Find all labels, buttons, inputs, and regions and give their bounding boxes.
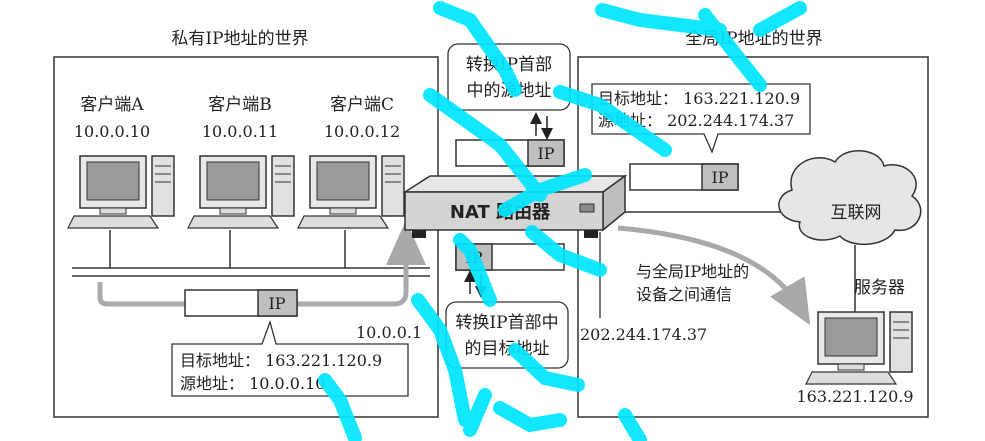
global-world-box [577, 56, 929, 418]
router-wan-ip: 202.244.174.37 [580, 325, 707, 344]
note-line1: 转换IP首部中 [455, 313, 558, 333]
global-packet-info: 目标地址： 163.221.120.9 源地址： 202.244.174.37 [591, 83, 811, 154]
watermark [318, 1, 807, 441]
client-c: 客户端C 10.0.0.12 [297, 95, 405, 229]
comm-note-line2: 设备之间通信 [636, 285, 732, 304]
lan-bus [72, 230, 430, 277]
private-world-box [53, 56, 439, 418]
computer-icon [67, 155, 175, 229]
dest-address: 目标地址： 163.221.120.9 [598, 89, 800, 108]
computer-icon [187, 155, 295, 229]
server-ip: 163.221.120.9 [796, 387, 913, 406]
private-world-title: 私有IP地址的世界 [171, 29, 308, 49]
src-address: 源地址： 10.0.0.10 [180, 374, 325, 393]
packet-label: IP [537, 144, 554, 163]
client-a: 客户端A 10.0.0.10 [67, 95, 175, 229]
client-c-name: 客户端C [330, 95, 394, 115]
internet-cloud-icon: 互联网 [778, 149, 922, 246]
server-computer-icon [805, 311, 913, 385]
client-a-name: 客户端A [80, 95, 144, 115]
client-b-ip: 10.0.0.11 [202, 122, 278, 141]
client-a-ip: 10.0.0.10 [74, 122, 150, 141]
computer-icon [297, 155, 405, 229]
private-packet: IP [184, 289, 298, 317]
note-line2: 的目标地址 [465, 339, 550, 359]
comm-note-line1: 与全局IP地址的 [636, 262, 749, 281]
global-packet: IP [629, 163, 739, 191]
client-b: 客户端B 10.0.0.11 [187, 95, 295, 229]
src-address: 源地址： 202.244.174.37 [598, 111, 794, 130]
destination-translation-note: 转换IP首部中 的目标地址 [445, 301, 569, 369]
packet-label: IP [268, 294, 285, 313]
private-packet-info: 目标地址： 163.221.120.9 源地址： 10.0.0.10 [171, 319, 409, 397]
packet-label: IP [711, 168, 728, 187]
source-translation-note: 转换IP首部 中的源地址 [447, 43, 571, 111]
flow-arrow [617, 225, 811, 326]
server-label: 服务器 [854, 278, 905, 298]
client-c-ip: 10.0.0.12 [324, 122, 400, 141]
dest-address: 目标地址： 163.221.120.9 [180, 351, 382, 370]
internet-label: 互联网 [831, 203, 882, 223]
router-lan-ip: 10.0.0.1 [356, 323, 422, 342]
client-b-name: 客户端B [208, 95, 272, 115]
